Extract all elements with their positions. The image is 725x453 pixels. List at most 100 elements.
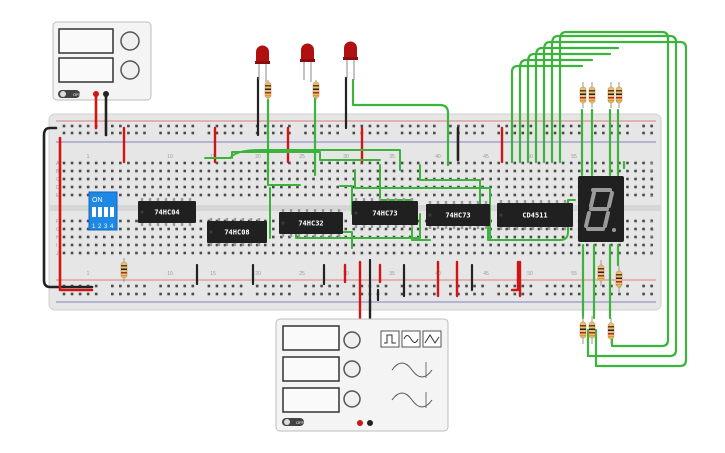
sine-wave-button[interactable] <box>401 330 421 348</box>
leds[interactable] <box>255 41 358 83</box>
column-number-bottom: 15 <box>210 271 216 277</box>
column-number-bottom: 20 <box>255 271 261 277</box>
current-knob[interactable] <box>120 60 140 80</box>
chip-3[interactable]: 74HC32 <box>279 209 343 237</box>
chip-2[interactable]: 74HC08 <box>207 218 267 246</box>
chip-4[interactable]: 74HC73 <box>352 198 418 228</box>
row-letter: E <box>650 193 654 199</box>
chip-5[interactable]: 74HC73 <box>426 201 490 229</box>
power-supply[interactable]: OFF <box>52 21 152 101</box>
column-number-top: 20 <box>255 154 261 160</box>
resistor[interactable] <box>312 80 320 100</box>
dip-toggle-1[interactable] <box>92 207 96 217</box>
resistor[interactable] <box>264 80 272 100</box>
row-letter: J <box>650 251 653 257</box>
resistor[interactable] <box>615 82 623 108</box>
row-letter: G <box>650 227 654 233</box>
dip-toggle-4[interactable] <box>110 207 114 217</box>
chip-1[interactable]: 74HC04 <box>138 198 196 226</box>
column-number-bottom: 10 <box>167 271 173 277</box>
resistor[interactable] <box>579 316 587 344</box>
row-letter: B <box>56 169 60 175</box>
column-number-bottom: 25 <box>299 271 305 277</box>
amplitude-knob[interactable] <box>343 360 361 378</box>
column-number-top: 30 <box>343 154 349 160</box>
frequency-display <box>282 325 340 351</box>
triangle-wave-button[interactable] <box>422 330 442 348</box>
column-number-bottom: 55 <box>571 271 577 277</box>
generator-off-label: OFF <box>296 420 305 425</box>
triangle-wave-icon <box>424 334 440 344</box>
power-off-label: OFF <box>73 92 82 97</box>
dip-number-3: 3 <box>104 224 108 230</box>
column-number-bottom: 45 <box>483 271 489 277</box>
offset-display <box>282 387 340 413</box>
resistor[interactable] <box>607 318 615 344</box>
row-letter: D <box>56 185 60 191</box>
row-letter: A <box>56 161 60 167</box>
chip-6[interactable]: CD4511 <box>497 200 573 230</box>
frequency-knob[interactable] <box>343 331 361 349</box>
row-letter: J <box>56 251 59 257</box>
resistor[interactable] <box>579 82 587 108</box>
seven-segment-display[interactable] <box>578 176 624 242</box>
column-number-top: 50 <box>527 154 533 160</box>
row-letter: F <box>56 219 59 225</box>
dip-switch-on-label: ON <box>92 197 103 204</box>
led-1[interactable] <box>255 45 270 83</box>
amplitude-display <box>282 356 340 382</box>
current-display <box>58 57 114 83</box>
resistor[interactable] <box>607 82 615 108</box>
column-number-bottom: 50 <box>527 271 533 277</box>
offset-knob[interactable] <box>343 390 361 408</box>
square-wave-button[interactable] <box>380 330 400 348</box>
row-letter: G <box>56 227 60 233</box>
column-number-bottom: 1 <box>87 271 90 277</box>
resistor[interactable] <box>615 266 623 292</box>
row-letter: C <box>56 177 60 183</box>
column-number-top: 1 <box>87 154 90 160</box>
chip-label: 74HC08 <box>224 229 249 237</box>
resistor[interactable] <box>588 316 596 344</box>
resistor[interactable] <box>588 82 596 108</box>
seven-segment-display-icon <box>584 188 614 231</box>
dip-number-2: 2 <box>98 224 102 230</box>
resistor[interactable] <box>597 260 605 286</box>
resistors[interactable] <box>120 80 623 344</box>
column-number-top: 25 <box>299 154 305 160</box>
wire-black-left <box>42 126 94 289</box>
column-number-top: 10 <box>167 154 173 160</box>
dip-switch[interactable]: ON 1 2 3 4 <box>88 191 118 231</box>
column-number-top: 55 <box>571 154 577 160</box>
dip-toggle-3[interactable] <box>104 207 108 217</box>
row-letter: D <box>650 185 654 191</box>
generator-positive-terminal[interactable] <box>357 420 363 426</box>
row-letter: A <box>650 161 654 167</box>
column-number-bottom: 35 <box>389 271 395 277</box>
voltage-knob[interactable] <box>120 31 140 51</box>
row-letter: E <box>56 193 60 199</box>
row-letter: I <box>650 243 651 249</box>
dip-number-4: 4 <box>110 224 114 230</box>
row-letter: H <box>650 235 654 241</box>
voltage-display <box>58 28 114 54</box>
chip-label: 74HC73 <box>445 212 470 220</box>
column-number-top: 35 <box>389 154 395 160</box>
row-letter: B <box>650 169 654 175</box>
generator-negative-terminal[interactable] <box>367 420 373 426</box>
resistor[interactable] <box>120 258 128 282</box>
led-3[interactable] <box>343 41 358 80</box>
row-letter: H <box>56 235 60 241</box>
chip-label: 74HC73 <box>372 210 397 218</box>
chips[interactable]: 74HC04 74HC08 74HC32 74HC73 74HC73 CD4511 <box>138 198 573 246</box>
led-2[interactable] <box>300 43 315 83</box>
dip-number-1: 1 <box>92 224 96 230</box>
row-letter: I <box>56 243 57 249</box>
dip-toggle-2[interactable] <box>98 207 102 217</box>
row-letter: C <box>650 177 654 183</box>
chip-label: CD4511 <box>522 212 547 220</box>
column-number-top: 45 <box>483 154 489 160</box>
function-generator[interactable]: OFF <box>275 318 449 432</box>
chip-label: 74HC04 <box>154 209 179 217</box>
